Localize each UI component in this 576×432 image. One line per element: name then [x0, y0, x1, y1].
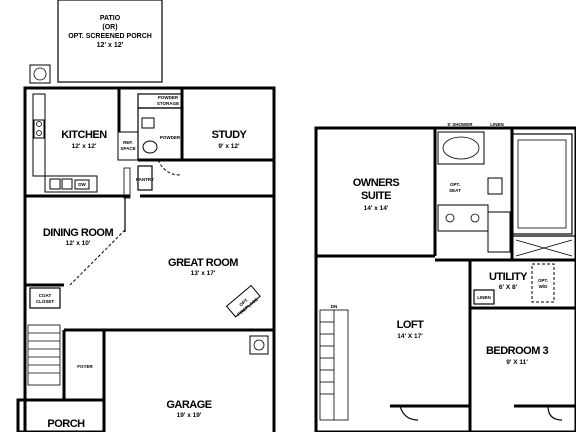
loft-dim: 14' X 17' [397, 333, 423, 340]
opt-seat-label-2: SEAT [449, 188, 461, 193]
pantry [137, 165, 153, 191]
mechanical-unit [29, 64, 51, 84]
powder-storage-label-1: POWDER [158, 95, 179, 100]
patio-outline [57, 0, 163, 83]
vanity [437, 204, 489, 232]
water-heater [249, 335, 269, 355]
kitchen-dim: 12' x 12' [72, 143, 97, 150]
washer-dryer [531, 263, 555, 303]
linen-closet [473, 289, 495, 305]
utility-label: UTILITY [489, 271, 528, 283]
dining-label: DINING ROOM [43, 227, 114, 239]
dining-dim: 12' x 10' [66, 240, 91, 247]
great-room-label: GREAT ROOM [168, 257, 238, 269]
second-floor-stairs [319, 309, 349, 421]
first-floor-outline [23, 86, 276, 432]
utility-dim: 6' X 8' [499, 284, 518, 291]
first-floor-stairs [27, 324, 61, 386]
patio-label-2: (OR) [102, 24, 117, 31]
ref-space-label-2: SPACE [120, 146, 135, 151]
bedroom3-label: BEDROOM 3 [486, 345, 549, 357]
porch-label: PORCH [47, 418, 85, 430]
stove [33, 119, 45, 139]
coat-closet-label-2: CLOSET [36, 299, 55, 304]
bedroom3-dim: 9' X 11' [506, 359, 528, 366]
powder-sink [141, 117, 155, 129]
opt-seat-label-1: OPT. [450, 182, 460, 187]
garage-dim: 19' x 19' [177, 412, 202, 419]
dn-label: DN [331, 304, 338, 309]
study-label: STUDY [212, 129, 248, 141]
study-dim: 9' x 12' [218, 143, 240, 150]
opt-wd-label-1: OPT. [538, 278, 548, 283]
great-room-dim: 13' x 17' [191, 270, 216, 277]
patio-label-4: 12' x 12' [97, 42, 124, 49]
first-floor [16, 0, 276, 432]
patio-label-3: OPT. SCREENED PORCH [68, 33, 152, 40]
owners-label-1: OWNERS [353, 177, 400, 189]
owners-label-2: SUITE [361, 190, 391, 202]
opt-wd-label-2: W/D [539, 284, 548, 289]
sink [49, 178, 61, 190]
second-floor-outline [314, 126, 576, 432]
stair-rail [123, 167, 131, 199]
powder-room [137, 107, 183, 161]
owners-dim: 14' x 14' [364, 205, 389, 212]
sink-2 [61, 178, 73, 190]
foyer-label: FOYER [77, 364, 93, 369]
coat-closet-label-1: COAT [39, 293, 52, 298]
kitchen-label: KITCHEN [61, 129, 107, 141]
garage-label: GARAGE [166, 399, 211, 411]
loft-label: LOFT [397, 319, 424, 331]
linen-top-label: LINEN [490, 122, 504, 127]
linen-util-label: LINEN [477, 295, 491, 300]
pantry-label: PANTRY [136, 177, 154, 182]
fireplace-label-1: OPT. [238, 297, 249, 307]
porch-outline [16, 398, 106, 432]
shower [511, 133, 573, 235]
patio-label-1: PATIO [100, 15, 121, 22]
toilet-2 [487, 177, 503, 195]
shower-label: 5' SHOWER [447, 122, 473, 127]
dw-label: DW [78, 182, 86, 187]
hall-bath-tub [487, 211, 511, 253]
ref-space-label-1: REF. [123, 140, 133, 145]
powder-label: POWDER [160, 135, 181, 140]
second-floor [314, 126, 576, 432]
dishwasher [74, 179, 90, 190]
fireplace [225, 284, 261, 318]
labels: PATIO (OR) OPT. SCREENED PORCH 12' x 12'… [36, 15, 549, 430]
powder-storage-label-2: STORAGE [157, 101, 179, 106]
coat-closet [29, 287, 61, 309]
toilet [142, 140, 158, 154]
